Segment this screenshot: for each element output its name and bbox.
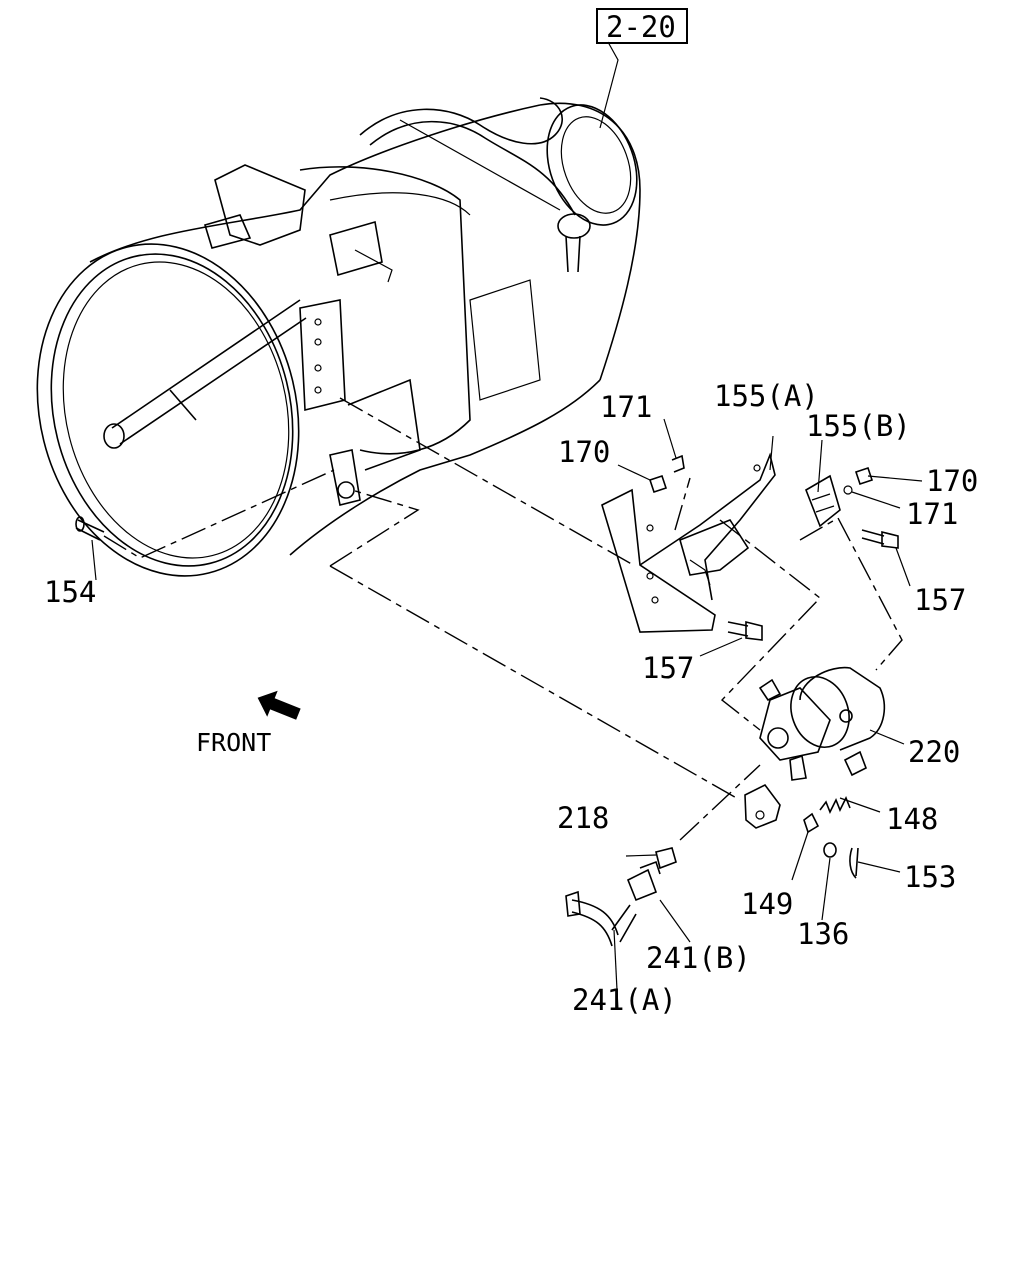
assembly-lines bbox=[91, 41, 923, 1011]
plate-155b bbox=[805, 474, 841, 528]
callout-155a: 155(A) bbox=[714, 379, 819, 413]
callout-171-left: 171 bbox=[600, 390, 653, 424]
bracket-155a bbox=[601, 452, 776, 633]
front-arrow-icon bbox=[257, 690, 301, 720]
actuator-220 bbox=[758, 666, 886, 781]
callout-136: 136 bbox=[797, 917, 850, 951]
clevis-yoke bbox=[744, 783, 781, 829]
cotter-pin-153 bbox=[849, 847, 859, 879]
front-label: FRONT bbox=[196, 728, 272, 757]
bolt-157-lower bbox=[727, 620, 763, 641]
callout-170-left: 170 bbox=[558, 435, 611, 469]
callout-148: 148 bbox=[886, 802, 939, 836]
pin-171-right bbox=[843, 485, 853, 495]
reference-box: 2-20 bbox=[596, 8, 688, 44]
callout-157-upper: 157 bbox=[914, 583, 967, 617]
spring-148 bbox=[819, 796, 851, 814]
callout-241a: 241(A) bbox=[572, 983, 677, 1017]
connector-241b bbox=[626, 860, 661, 902]
reference-label: 2-20 bbox=[606, 10, 676, 44]
callout-149: 149 bbox=[741, 887, 794, 921]
bolt-154 bbox=[75, 516, 105, 541]
transmission-housing bbox=[36, 97, 641, 577]
callout-171-right: 171 bbox=[906, 497, 959, 531]
pin-149 bbox=[803, 812, 820, 834]
callout-155b: 155(B) bbox=[806, 409, 911, 443]
nut-170-right bbox=[854, 466, 874, 486]
callout-220: 220 bbox=[908, 735, 961, 769]
elbow-hose-241a bbox=[565, 890, 637, 947]
washer-218 bbox=[655, 847, 677, 870]
pin-171-left bbox=[671, 454, 685, 473]
callout-170-right: 170 bbox=[926, 464, 979, 498]
callout-157-lower: 157 bbox=[642, 651, 695, 685]
callout-154: 154 bbox=[44, 575, 97, 609]
nut-170-left bbox=[648, 474, 668, 494]
washer-136 bbox=[823, 842, 837, 858]
callout-153: 153 bbox=[904, 860, 957, 894]
callout-241b: 241(B) bbox=[646, 941, 751, 975]
callout-218: 218 bbox=[557, 801, 610, 835]
bolt-157-upper bbox=[861, 529, 899, 549]
